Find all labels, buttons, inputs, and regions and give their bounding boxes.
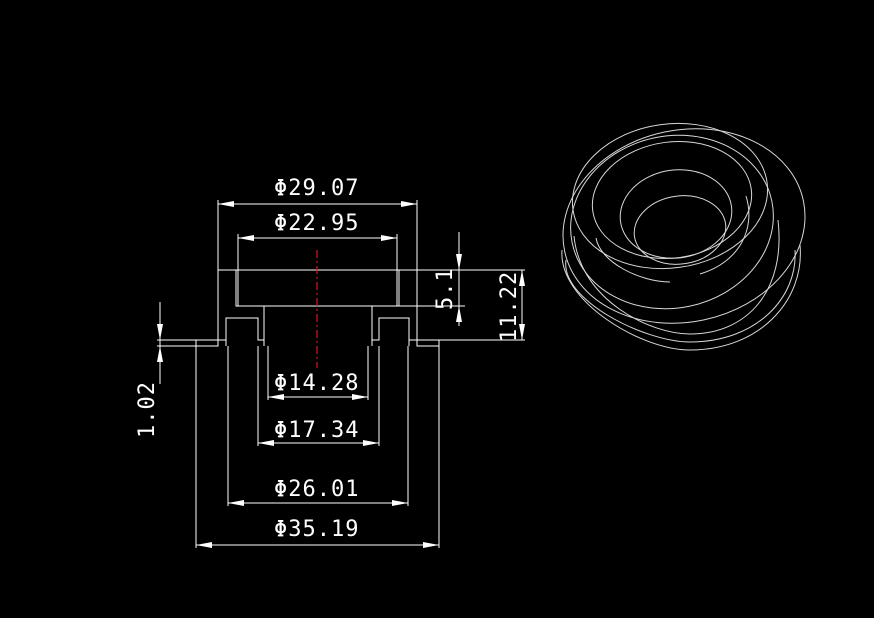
dim-29-07: Φ29.07: [218, 176, 417, 207]
dim-label-1-02: 1.02: [135, 381, 160, 438]
section-view: Φ29.07 Φ22.95 Φ14.28 Φ17.34 Φ26.01: [135, 176, 525, 548]
isometric-view: [561, 122, 806, 351]
dim-label-29-07: Φ29.07: [274, 176, 359, 201]
dim-label-11-22: 11.22: [497, 271, 522, 342]
dim-35-19: Φ35.19: [196, 517, 439, 548]
dim-label-35-19: Φ35.19: [274, 517, 359, 542]
dim-label-22-95: Φ22.95: [274, 211, 359, 236]
extension-lines: [157, 200, 525, 548]
dim-1-02: 1.02: [135, 302, 163, 438]
dim-label-14-28: Φ14.28: [274, 371, 359, 396]
hatched-section-left: [195, 269, 265, 347]
hatched-section-right: [371, 269, 440, 347]
dim-22-95: Φ22.95: [238, 211, 397, 241]
dim-label-26-01: Φ26.01: [274, 477, 359, 502]
dim-17-34: Φ17.34: [258, 418, 379, 446]
dim-11-22: 11.22: [497, 270, 525, 342]
dim-label-17-34: Φ17.34: [274, 418, 359, 443]
dim-5-1: 5.1: [433, 232, 462, 326]
dim-label-5-1: 5.1: [433, 267, 458, 310]
dim-26-01: Φ26.01: [228, 477, 408, 506]
dim-14-28: Φ14.28: [268, 371, 368, 400]
